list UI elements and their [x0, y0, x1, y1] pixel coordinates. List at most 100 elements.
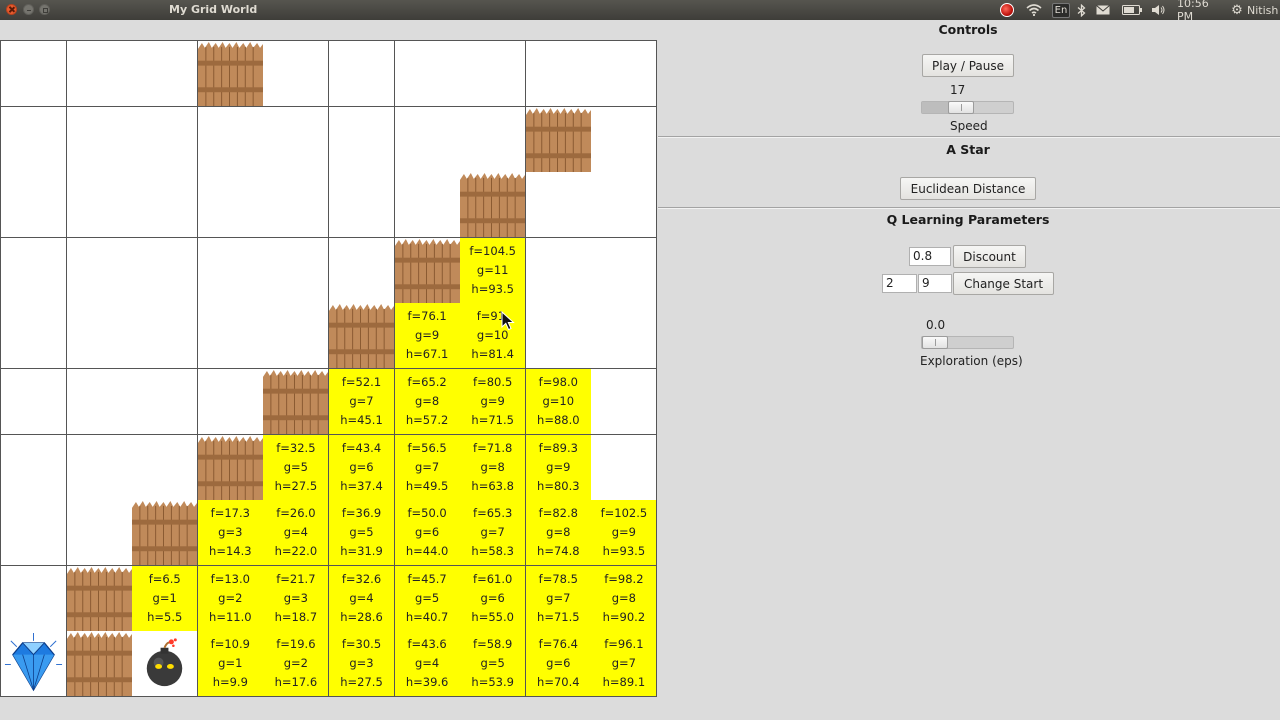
start-row-input[interactable]: 2: [882, 274, 917, 293]
user-name[interactable]: Nitish: [1247, 3, 1279, 17]
empty-cell[interactable]: [1, 303, 67, 370]
empty-cell[interactable]: [329, 172, 395, 239]
empty-cell[interactable]: [197, 172, 264, 239]
wall-cell[interactable]: [460, 172, 527, 239]
maximize-window-button[interactable]: [39, 4, 50, 15]
empty-cell[interactable]: [132, 41, 199, 107]
gear-icon[interactable]: ⚙: [1231, 2, 1243, 18]
empty-cell[interactable]: [197, 303, 264, 370]
empty-cell[interactable]: [66, 237, 133, 304]
start-col-input[interactable]: 9: [918, 274, 952, 293]
empty-cell[interactable]: [591, 369, 658, 435]
discount-input[interactable]: 0.8: [909, 247, 951, 266]
agent-cell[interactable]: [132, 631, 199, 698]
clock[interactable]: 10:56 PM: [1177, 0, 1209, 23]
empty-cell[interactable]: [263, 172, 330, 239]
wifi-icon[interactable]: [1025, 2, 1043, 18]
change-start-button[interactable]: Change Start: [953, 272, 1054, 295]
speed-slider-thumb[interactable]: [948, 101, 974, 114]
empty-cell[interactable]: [66, 303, 133, 370]
empty-cell[interactable]: [1, 500, 67, 567]
empty-cell[interactable]: [66, 106, 133, 173]
empty-cell[interactable]: [263, 303, 330, 370]
wall-cell[interactable]: [132, 500, 199, 567]
empty-cell[interactable]: [525, 41, 592, 107]
empty-cell[interactable]: [132, 303, 199, 370]
empty-cell[interactable]: [525, 303, 592, 370]
play-pause-button[interactable]: Play / Pause: [922, 54, 1014, 77]
empty-cell[interactable]: [394, 172, 461, 239]
wall-cell[interactable]: [329, 303, 395, 370]
empty-cell[interactable]: [132, 237, 199, 304]
empty-cell[interactable]: [132, 369, 199, 435]
empty-cell[interactable]: [66, 172, 133, 239]
empty-cell[interactable]: [66, 41, 133, 107]
volume-icon[interactable]: [1150, 2, 1166, 18]
bluetooth-icon[interactable]: [1074, 2, 1088, 18]
empty-cell[interactable]: [329, 237, 395, 304]
euclidean-distance-button[interactable]: Euclidean Distance: [900, 177, 1036, 200]
close-window-button[interactable]: [6, 4, 17, 15]
empty-cell[interactable]: [132, 172, 199, 239]
empty-cell[interactable]: [263, 106, 330, 173]
empty-cell[interactable]: [460, 106, 527, 173]
empty-cell[interactable]: [591, 41, 658, 107]
empty-cell[interactable]: [591, 106, 658, 173]
empty-cell[interactable]: [263, 41, 330, 107]
goal-cell[interactable]: [1, 631, 67, 698]
exploration-slider-thumb[interactable]: [922, 336, 948, 349]
empty-cell[interactable]: [132, 434, 199, 501]
empty-cell[interactable]: [329, 41, 395, 107]
empty-cell[interactable]: [1, 172, 67, 239]
record-icon[interactable]: [999, 2, 1015, 18]
empty-cell[interactable]: [394, 41, 461, 107]
wall-cell[interactable]: [525, 106, 592, 173]
minimize-window-button[interactable]: [23, 4, 34, 15]
empty-cell[interactable]: [1, 106, 67, 173]
empty-cell[interactable]: [197, 237, 264, 304]
wall-cell[interactable]: [66, 631, 133, 698]
empty-cell[interactable]: [66, 500, 133, 567]
empty-cell[interactable]: [525, 172, 592, 239]
empty-cell[interactable]: [1, 369, 67, 435]
empty-cell[interactable]: [263, 237, 330, 304]
wall-cell[interactable]: [263, 369, 330, 435]
wall-cell[interactable]: [197, 41, 264, 107]
empty-cell[interactable]: [197, 369, 264, 435]
empty-cell[interactable]: [66, 434, 133, 501]
empty-cell[interactable]: [329, 106, 395, 173]
discount-button[interactable]: Discount: [953, 245, 1026, 268]
empty-cell[interactable]: [132, 106, 199, 173]
empty-cell[interactable]: [1, 41, 67, 107]
battery-icon[interactable]: [1122, 2, 1142, 18]
empty-cell[interactable]: [1, 237, 67, 304]
